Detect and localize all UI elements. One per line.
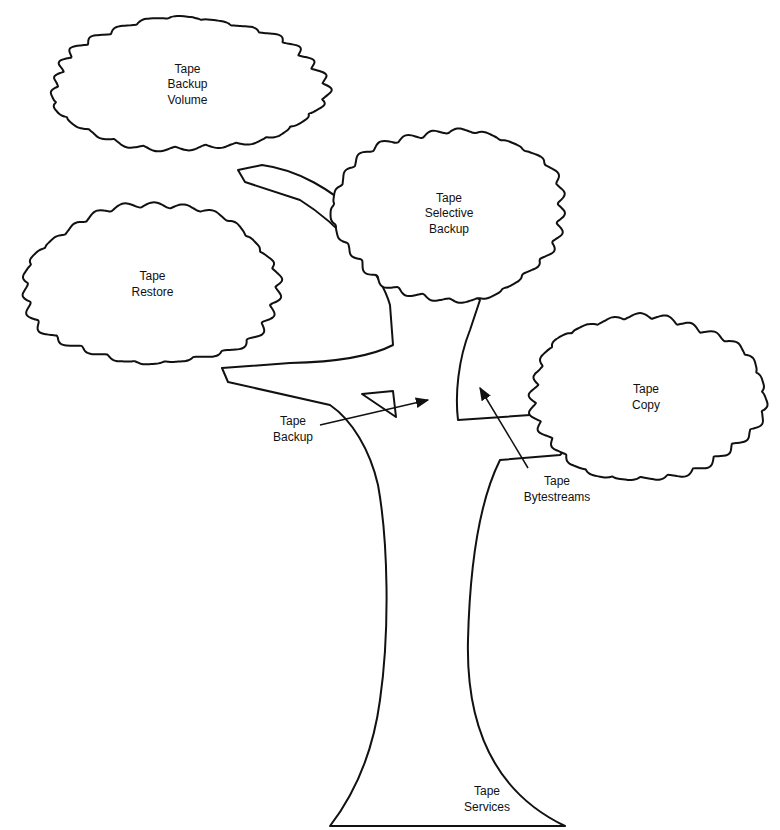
node-label: Tape Selective Backup <box>425 191 474 238</box>
cloud-shape <box>331 128 565 302</box>
cloud-canopy: Tape Restore <box>10 195 295 375</box>
cloud-canopy: Tape Backup Volume <box>35 10 340 160</box>
cloud-shape <box>51 16 332 151</box>
leader-arrow <box>480 388 528 468</box>
leader-arrow <box>320 400 428 425</box>
cloud-canopy: Tape Selective Backup <box>320 118 578 310</box>
cloud-shape <box>23 202 283 364</box>
trunk-hole <box>362 391 396 417</box>
node-label: Tape Copy <box>632 382 660 413</box>
node-label: Tape Backup Volume <box>167 62 207 109</box>
cloud-canopy: Tape Copy <box>515 305 777 490</box>
part-label: Tape Backup <box>273 414 313 445</box>
cloud-shape <box>529 313 768 480</box>
node-label: Tape Restore <box>131 269 173 300</box>
part-label: Tape Bytestreams <box>524 474 591 505</box>
part-label: Tape Services <box>464 784 510 815</box>
